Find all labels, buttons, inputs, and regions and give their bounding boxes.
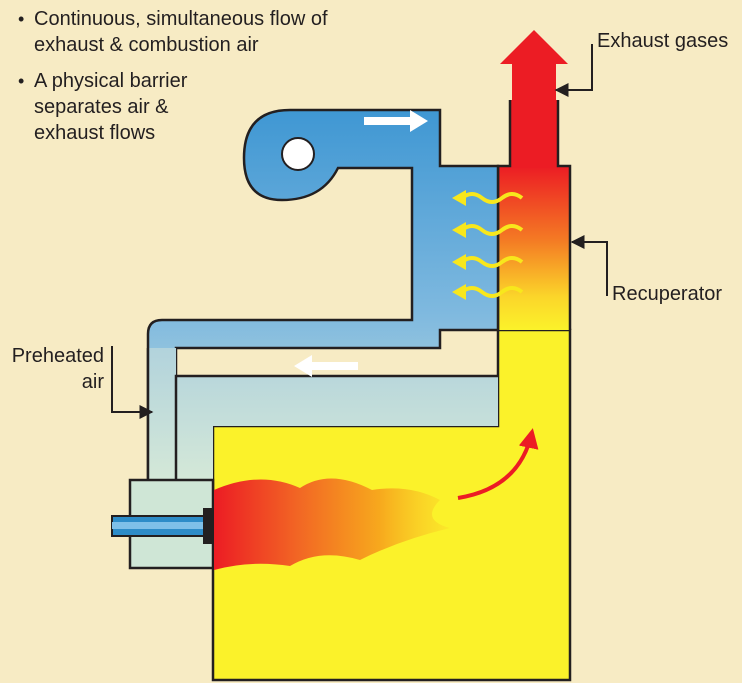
exhaust-stack (496, 30, 572, 330)
hot-gas-arrow (457, 428, 539, 500)
bullet: • (18, 71, 25, 91)
note-item: • A physical barrier separates air & exh… (18, 68, 398, 146)
label-exhaust-gases: Exhaust gases (597, 30, 729, 52)
flame (214, 478, 450, 570)
note-text: A physical barrier separates air & exhau… (34, 70, 188, 144)
note-item: • Continuous, simultaneous flow of exhau… (18, 6, 398, 58)
air-flow-arrows (294, 110, 428, 377)
feature-notes: • Continuous, simultaneous flow of exhau… (18, 6, 398, 156)
note-text: Continuous, simultaneous flow of exhaust… (34, 8, 328, 56)
label-recuperator: Recuperator (612, 283, 723, 305)
label-preheated-air: Preheated air (11, 345, 104, 393)
burner (111, 478, 217, 570)
bullet: • (18, 9, 25, 29)
heat-transfer-arrows (452, 190, 524, 300)
leader-lines (111, 44, 608, 419)
